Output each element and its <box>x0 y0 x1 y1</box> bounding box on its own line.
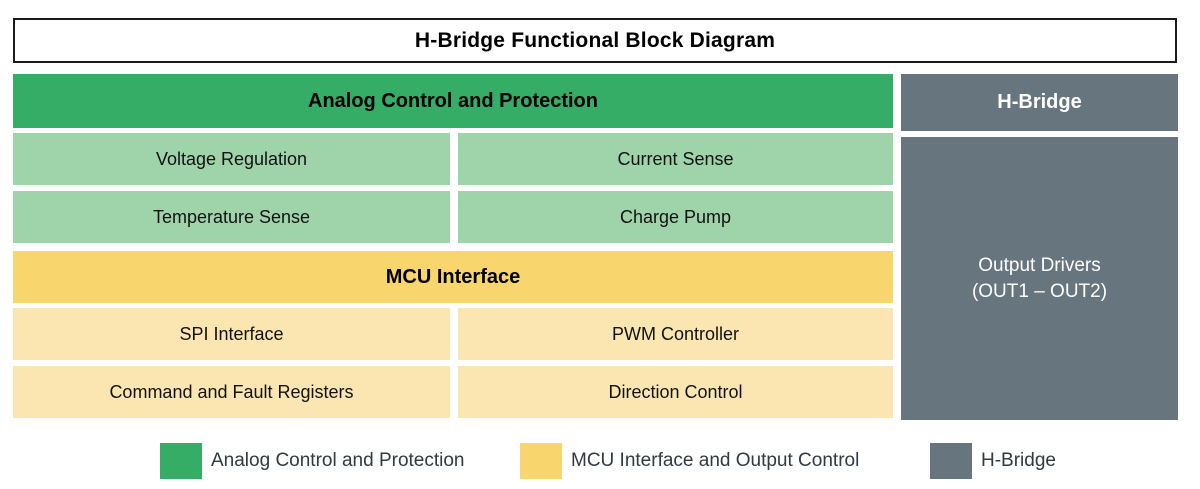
block-temperature-sense: Temperature Sense <box>13 191 450 243</box>
hbridge-column: H-Bridge Output Drivers (OUT1 – OUT2) <box>901 74 1178 420</box>
mcu-interface-header-block: MCU Interface <box>13 251 893 303</box>
block-pwm-controller: PWM Controller <box>458 308 893 360</box>
block-output-drivers: Output Drivers (OUT1 – OUT2) <box>901 137 1178 420</box>
mcu-subrow-1: SPI Interface PWM Controller <box>13 308 893 360</box>
page-title: H-Bridge Functional Block Diagram <box>414 28 776 52</box>
legend-item-analog: Analog Control and Protection <box>160 440 465 482</box>
block-current-sense: Current Sense <box>458 133 893 185</box>
legend-label-mcu: MCU Interface and Output Control <box>571 450 860 471</box>
analog-control-header-label: Analog Control and Protection <box>308 89 598 112</box>
block-voltage-regulation: Voltage Regulation <box>13 133 450 185</box>
legend: Analog Control and Protection MCU Interf… <box>0 440 1200 486</box>
legend-label-analog: Analog Control and Protection <box>211 450 465 471</box>
legend-item-mcu: MCU Interface and Output Control <box>520 440 859 482</box>
mcu-subrow-2: Command and Fault Registers Direction Co… <box>13 366 893 418</box>
diagram-title-box: H-Bridge Functional Block Diagram <box>13 18 1177 63</box>
legend-label-hbridge: H-Bridge <box>981 450 1056 471</box>
block-charge-pump: Charge Pump <box>458 191 893 243</box>
block-command-and-fault-registers: Command and Fault Registers <box>13 366 450 418</box>
block-spi-interface: SPI Interface <box>13 308 450 360</box>
analog-control-header-block: Analog Control and Protection <box>13 74 893 128</box>
hbridge-header-label: H-Bridge <box>901 74 1178 131</box>
legend-item-hbridge: H-Bridge <box>930 440 1056 482</box>
analog-subrow-1: Voltage Regulation Current Sense <box>13 133 893 185</box>
mcu-interface-header-label: MCU Interface <box>385 265 521 288</box>
main-block-column: Analog Control and Protection Voltage Re… <box>13 74 893 420</box>
analog-subrow-2: Temperature Sense Charge Pump <box>13 191 893 243</box>
legend-swatch-mcu-icon <box>520 443 562 479</box>
output-drivers-line-2: (OUT1 – OUT2) <box>971 280 1108 302</box>
output-drivers-line-1: Output Drivers <box>978 254 1101 276</box>
legend-swatch-hbridge-icon <box>930 443 972 479</box>
block-direction-control: Direction Control <box>458 366 893 418</box>
legend-swatch-analog-icon <box>160 443 202 479</box>
